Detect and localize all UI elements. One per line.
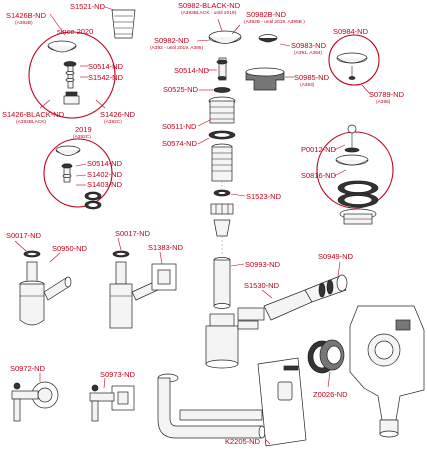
label-s0949: S0949-ND: [318, 252, 354, 261]
nut-cone: [210, 203, 234, 237]
label-s0985: S0985-ND: [294, 73, 330, 82]
label-s0789: S0789-ND: [369, 90, 405, 99]
label-s0017-a: S0017-ND: [6, 231, 42, 240]
label-s0816: S0816-ND: [301, 171, 337, 180]
label-s0973: S0973-ND: [100, 370, 136, 379]
group-p0012: [316, 124, 394, 209]
label-s0514-a: S0514-ND: [88, 62, 124, 71]
label-s0982-black-sub: (A392BLACK - until 2019): [181, 10, 237, 16]
trap-housing: [349, 305, 425, 438]
label-s0982-sub: (A392 - until 2019, A395): [150, 45, 203, 51]
label-s0972: S0972-ND: [10, 364, 46, 373]
label-s0511: S0511-ND: [162, 122, 197, 131]
label-s0514-c: S0514-ND: [87, 159, 123, 168]
label-s0789-sub: (A396): [376, 99, 391, 105]
label-s0982-black: S0982-BLACK-ND: [178, 1, 241, 10]
label-2019: 2019: [75, 125, 92, 134]
group-since-2020: since 2020: [28, 27, 116, 119]
label-s0982: S0982-ND: [154, 36, 190, 45]
label-since-2020: since 2020: [57, 27, 93, 36]
label-s1530: S1530-ND: [244, 281, 280, 290]
strainer-s1521: [111, 9, 136, 39]
label-s1521: S1521-ND: [70, 2, 106, 11]
label-s0950: S0950-ND: [52, 244, 88, 253]
label-s0017-b: S0017-ND: [115, 229, 151, 238]
label-s1426: S1426-ND: [100, 110, 136, 119]
label-p0012: P0012-ND: [301, 145, 337, 154]
stem: [67, 65, 74, 89]
label-s1426b-sub: (A392B): [15, 20, 33, 26]
group-ring-2019: [43, 138, 113, 208]
tube-s0993: [213, 257, 231, 309]
label-s0984: S0984-ND: [333, 27, 369, 36]
plug-s0985: [245, 67, 285, 91]
label-s1402: S1402-ND: [87, 170, 123, 179]
label-s0574: S0574-ND: [162, 139, 198, 148]
label-s1523: S1523-ND: [246, 192, 282, 201]
washer-s0525: [213, 87, 231, 93]
elbow-s0949: [304, 274, 348, 303]
label-s0985-sub: (A393): [300, 82, 315, 88]
label-s1426b: S1426B-ND: [6, 11, 47, 20]
label-2019-sub: (A392C): [73, 134, 91, 140]
label-k2205: K2205-ND: [225, 437, 261, 446]
label-s1426-sub: (A392C): [104, 119, 122, 125]
pipe-s1530: [237, 289, 313, 330]
bottle-siphon-s0950: [19, 250, 72, 326]
cap-s0983: [258, 34, 278, 43]
stem-nut: [63, 95, 80, 105]
group-2019: [43, 138, 113, 210]
valve-s0972: [11, 381, 59, 422]
cap-s0982: [208, 30, 242, 44]
label-s1542: S1542-ND: [88, 73, 124, 82]
label-s0983: S0983-ND: [291, 41, 327, 50]
drain-cap-body: [47, 45, 77, 53]
label-s1383: S1383-ND: [148, 243, 184, 252]
label-s1426-black-sub: (A392BLACK): [16, 119, 47, 125]
threaded-tube: [211, 143, 233, 182]
siphon-joint: [205, 313, 239, 369]
group-ring-since-2020: [28, 31, 116, 119]
plate-k2205: [257, 357, 307, 447]
label-s0514-b: S0514-ND: [174, 66, 210, 75]
washer-s0574: [208, 130, 236, 140]
washer-s1523: [213, 189, 231, 197]
label-s1426-black: S1426-BLACK-ND: [2, 110, 65, 119]
label-s0993: S0993-ND: [245, 260, 281, 269]
drain-body-s0511: [208, 96, 236, 124]
label-s0982b-sub: (A392B - until 2019, A395B ): [244, 19, 305, 25]
label-s0982b: S0982B-ND: [246, 10, 287, 19]
valve-s0973: [89, 384, 135, 422]
label-z0026: Z0026-ND: [313, 390, 348, 399]
connector-z0026: [307, 339, 345, 374]
s-bend: [157, 373, 266, 439]
square-siphon-s1383: [109, 250, 177, 329]
label-s1403: S1403-ND: [87, 180, 123, 189]
strainer-s0816: [339, 208, 377, 225]
label-s0525: S0525-ND: [163, 85, 199, 94]
center-stem: [216, 57, 228, 81]
group-s0984: [328, 34, 380, 86]
label-s0983-sub: (A391, A394): [294, 50, 322, 56]
